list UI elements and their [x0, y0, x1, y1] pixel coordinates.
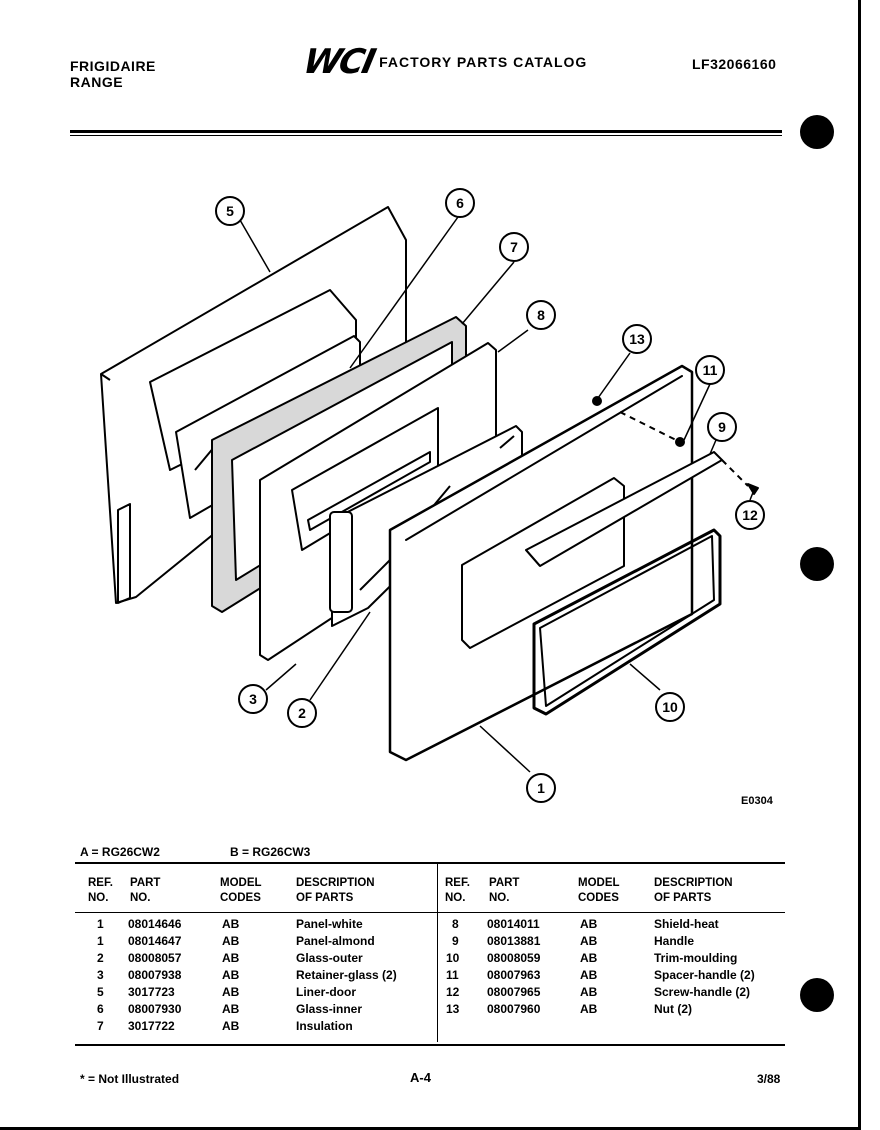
header-ref-no-right: REF.NO.	[445, 877, 470, 904]
table-top-rule	[75, 862, 785, 864]
part-retainer-glass	[329, 511, 353, 613]
callout-1: 1	[537, 780, 545, 796]
binder-hole-top	[800, 115, 834, 149]
callout-6: 6	[456, 195, 464, 211]
header-rule-thick	[70, 130, 782, 133]
table-column-divider	[437, 862, 438, 1042]
callout-12: 12	[742, 507, 758, 523]
part-spacer-handle	[675, 437, 685, 447]
callout-8: 8	[537, 307, 545, 323]
catalog-title: WCI FACTORY PARTS CATALOG	[300, 42, 588, 82]
table-bottom-rule	[75, 1044, 785, 1046]
page-border-bottom	[0, 1127, 861, 1130]
page-number: A-4	[410, 1070, 431, 1085]
model-key-a: A = RG26CW2	[80, 845, 160, 859]
part-nut	[592, 396, 602, 406]
figure-code: E0304	[741, 795, 773, 807]
product-type: RANGE	[70, 74, 124, 90]
callout-10: 10	[662, 699, 678, 715]
table-header-rule	[75, 912, 785, 913]
door-exploded-diagram: 5 6 7 8 13 11 9 12 10 1 3 2	[100, 188, 765, 803]
document-number: LF32066160	[692, 56, 777, 72]
callout-7: 7	[510, 239, 518, 255]
callout-9: 9	[718, 419, 726, 435]
revision-date: 3/88	[757, 1072, 781, 1086]
part-screw-handle	[747, 483, 759, 495]
brand-block: FRIGIDAIRE RANGE	[70, 58, 156, 90]
wci-logo: WCI	[299, 42, 378, 82]
binder-hole-middle	[800, 547, 834, 581]
callout-3: 3	[249, 691, 257, 707]
callout-2: 2	[298, 705, 306, 721]
header-rule-thin	[70, 135, 782, 136]
callout-13: 13	[629, 331, 645, 347]
model-key-b: B = RG26CW3	[230, 845, 311, 859]
binder-hole-bottom	[800, 978, 834, 1012]
callout-11: 11	[703, 362, 718, 378]
header-ref-no: REF.NO.	[88, 877, 113, 904]
catalog-title-text: FACTORY PARTS CATALOG	[379, 54, 588, 70]
callout-5: 5	[226, 203, 234, 219]
brand-name: FRIGIDAIRE	[70, 58, 156, 74]
page-border-right	[858, 0, 861, 1130]
footnote: * = Not Illustrated	[80, 1072, 180, 1086]
